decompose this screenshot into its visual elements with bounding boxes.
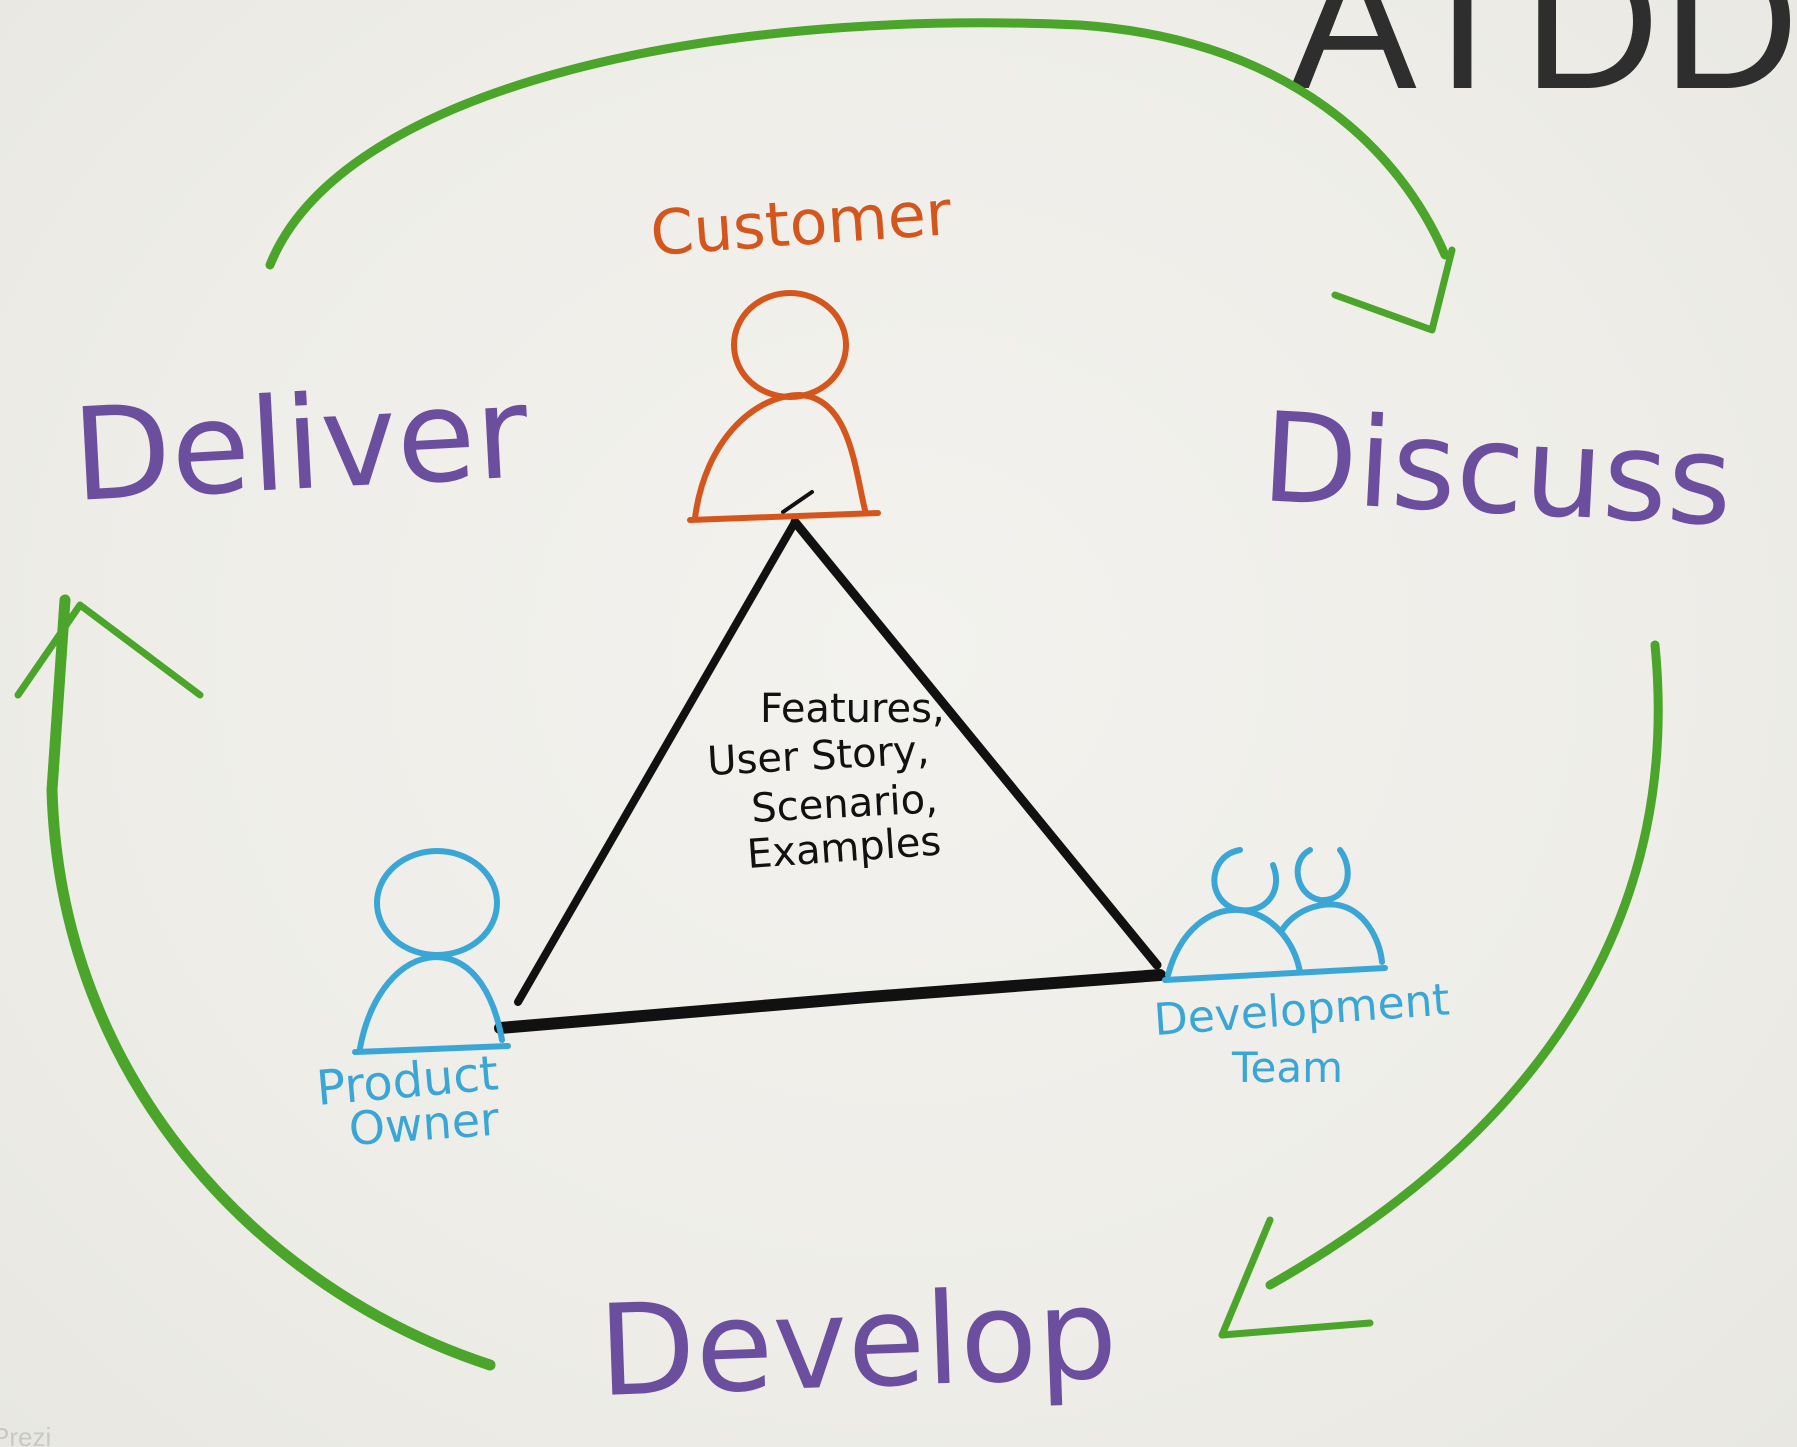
customer-body <box>692 392 868 521</box>
development-team-figure <box>1162 847 1388 983</box>
prezi-watermark: Prezi <box>0 1422 52 1447</box>
role-label-development-team-line2: Team <box>1231 1043 1343 1092</box>
arrowhead-deliver <box>14 601 204 699</box>
stage-label-deliver: Deliver <box>69 358 532 531</box>
center-line-user-story: User Story, <box>706 727 930 785</box>
triangle-apex-mark <box>781 490 814 514</box>
arrowhead-discuss <box>1331 246 1456 334</box>
role-label-product-owner-line2: Owner <box>347 1092 501 1156</box>
team-member-1-head <box>1211 847 1280 914</box>
collaboration-triangle <box>494 490 1166 1034</box>
center-line-features: Features, <box>760 686 945 732</box>
center-line-scenario: Scenario, <box>750 776 939 832</box>
triangle-left-edge <box>514 518 799 1006</box>
product-owner-base <box>352 1043 511 1055</box>
team-member-2-head <box>1294 847 1351 904</box>
customer-figure <box>687 290 881 523</box>
center-text: Features, User Story, Scenario, Examples <box>706 686 945 878</box>
team-member-1-body <box>1165 906 1303 978</box>
triangle-base-edge <box>494 969 1166 1034</box>
arrowhead-develop <box>1218 1216 1374 1339</box>
arrow-develop-to-deliver <box>46 594 496 1371</box>
arrow-deliver-to-discuss <box>265 18 1450 270</box>
role-label-development-team-line1: Development <box>1152 974 1451 1046</box>
cycle-arrows <box>14 18 1663 1371</box>
stage-label-develop: Develop <box>596 1260 1120 1425</box>
product-owner-head <box>374 848 500 958</box>
stage-label-discuss: Discuss <box>1258 386 1735 554</box>
team-member-2-body <box>1279 901 1385 965</box>
arrow-discuss-to-develop <box>1265 640 1663 1290</box>
diagram-title: ATDD <box>1290 0 1797 129</box>
product-owner-body <box>357 954 505 1051</box>
team-base <box>1162 965 1388 983</box>
role-label-customer: Customer <box>648 176 954 270</box>
customer-base <box>687 510 881 523</box>
triangle-right-edge <box>790 517 1162 970</box>
product-owner-figure <box>352 848 511 1055</box>
customer-head <box>731 290 849 400</box>
